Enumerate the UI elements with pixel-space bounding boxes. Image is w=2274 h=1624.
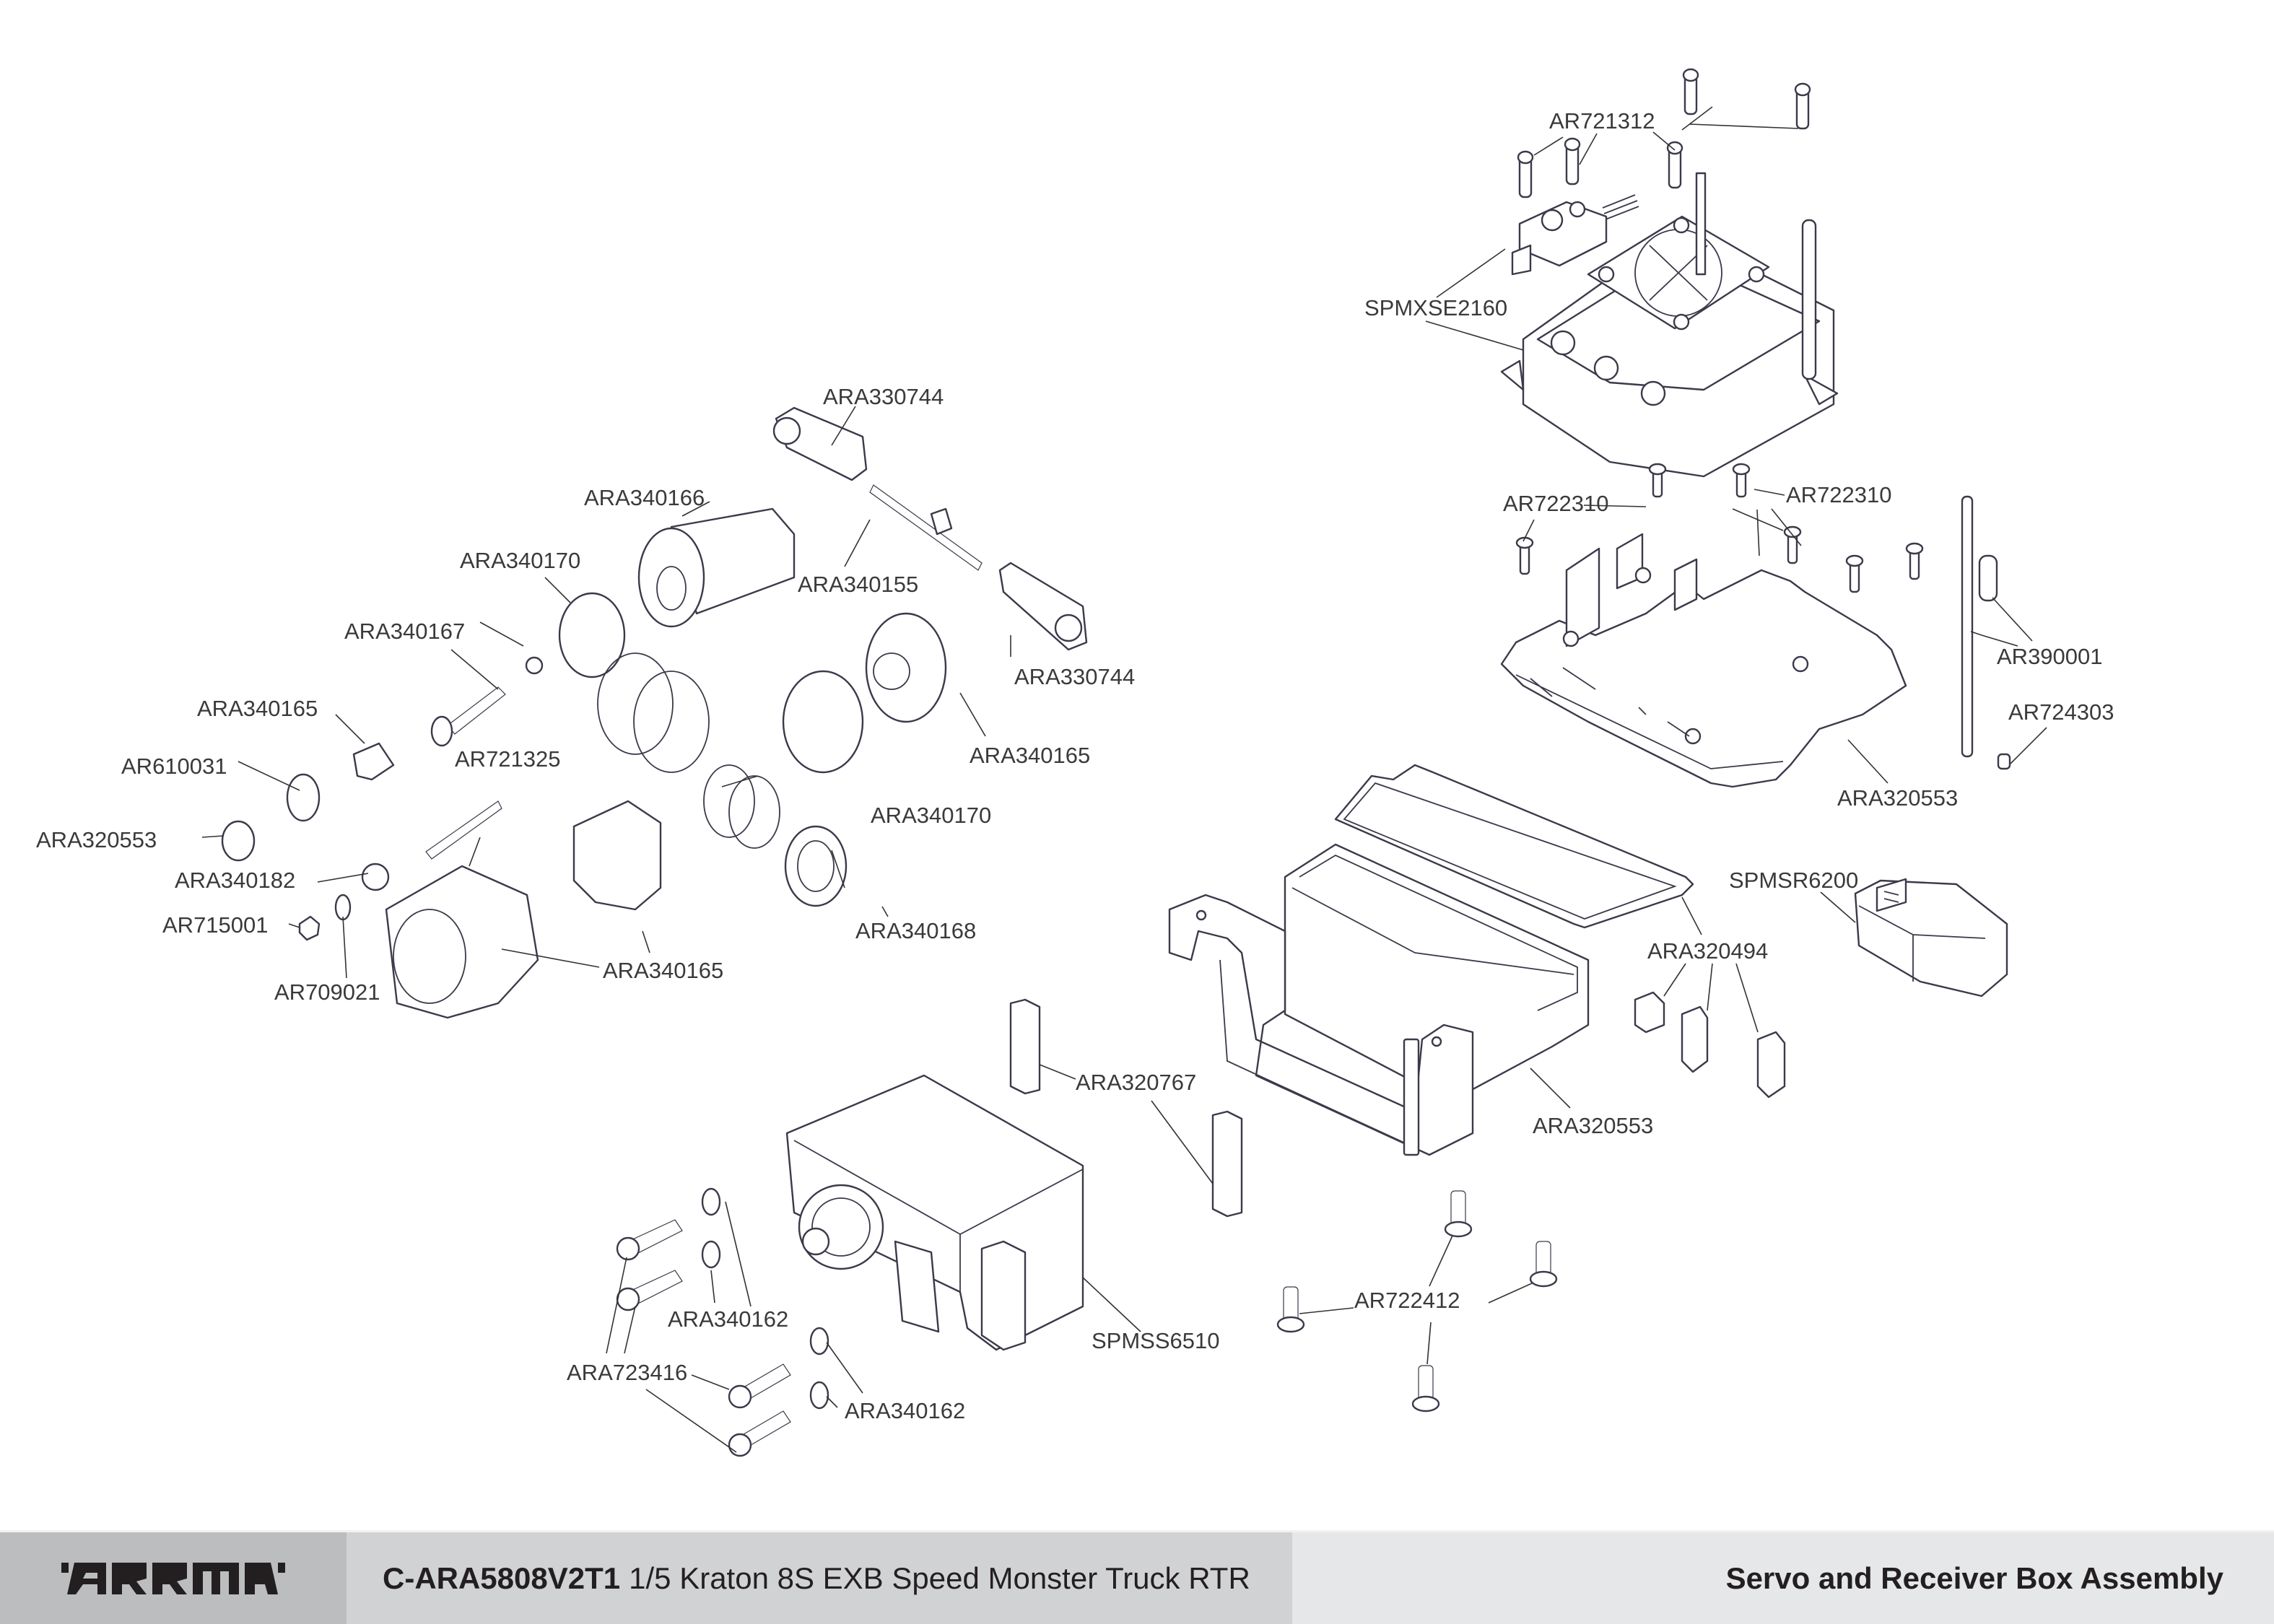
part-label-ar721312: AR721312	[1549, 108, 1655, 134]
product-name: 1/5 Kraton 8S EXB Speed Monster Truck RT…	[629, 1560, 1250, 1595]
servo-grommets	[701, 1187, 829, 1410]
servo-link-rod-ends	[772, 406, 1088, 651]
part-label-ar722310-right: AR722310	[1786, 482, 1892, 507]
footer-bar: C-ARA5808V2T1 1/5 Kraton 8S EXB Speed Mo…	[0, 1530, 2274, 1624]
part-label-ar390001: AR390001	[1997, 644, 2103, 669]
saver-leaders	[201, 501, 986, 979]
ara330744-leaders	[831, 406, 1011, 657]
part-label-spmss6510: SPMSS6510	[1092, 1328, 1220, 1353]
ara723416-leaders	[606, 1257, 737, 1453]
ar722310-leaders	[1522, 489, 1802, 556]
part-label-ara340168: ARA340168	[855, 918, 976, 943]
foam-blocks	[1634, 991, 1786, 1099]
part-label-ara723416: ARA723416	[567, 1360, 687, 1385]
part-label-ara340170-mid: ARA340170	[871, 803, 991, 828]
part-label-ara340162-bottom: ARA340162	[845, 1398, 965, 1423]
ar721312-screws	[1517, 68, 1811, 198]
part-label-ara320494: ARA320494	[1647, 938, 1768, 964]
exploded-parts-diagram: AR721312 SPMXSE2160 AR722310 AR722310 AR…	[36, 68, 2114, 1457]
arrma-logo-icon	[61, 1562, 285, 1594]
spmsr6200-leader	[1820, 891, 1856, 923]
part-label-ara320553-box: ARA320553	[1533, 1113, 1653, 1138]
servo-unit	[785, 1074, 1084, 1351]
part-label-ar709021: AR709021	[274, 979, 380, 1005]
esc-unit	[1500, 172, 1839, 478]
receiver-box-top-plate	[1500, 533, 1907, 788]
part-label-ara330744-top: ARA330744	[823, 384, 944, 409]
part-label-ara320553-plate: ARA320553	[1837, 785, 1958, 811]
part-label-spmxse2160: SPMXSE2160	[1364, 295, 1507, 320]
product-code: C-ARA5808V2T1	[383, 1560, 621, 1595]
servo-mount-screws	[616, 1219, 791, 1457]
ar724303-leader	[2010, 727, 2047, 764]
part-label-ara340170-top: ARA340170	[460, 548, 580, 573]
receiver-box	[1168, 843, 1590, 1156]
part-label-ara320767: ARA320767	[1076, 1070, 1196, 1095]
ara340162-leaders	[710, 1201, 863, 1408]
receiver-unit	[1854, 878, 2008, 997]
part-label-ar722310-left: AR722310	[1503, 491, 1609, 516]
ara320553-plate-leader	[1847, 739, 1889, 784]
part-label-ara340182: ARA340182	[175, 868, 295, 893]
part-label-ara320553-left: ARA320553	[36, 827, 157, 852]
ar721312-leaders	[1533, 106, 1799, 165]
spmxse2160-leader	[1425, 248, 1524, 351]
receiver-box-gasket	[1334, 764, 1694, 929]
servo-spacers	[1009, 998, 1243, 1218]
part-label-ara330744-bottom: ARA330744	[1014, 664, 1135, 689]
ar722412-screws	[1276, 1190, 1558, 1413]
part-label-ara340162-top: ARA340162	[668, 1306, 788, 1332]
part-label-ar610031: AR610031	[121, 754, 227, 779]
ar722412-leaders	[1299, 1235, 1533, 1365]
part-label-ara340155: ARA340155	[798, 572, 918, 597]
part-label-ar715001: AR715001	[162, 912, 269, 938]
ar390001-leader	[1970, 597, 2033, 647]
esc-switch	[1511, 194, 1639, 276]
part-label-spmsr6200: SPMSR6200	[1729, 868, 1858, 893]
product-title: C-ARA5808V2T1 1/5 Kraton 8S EXB Speed Mo…	[347, 1532, 1292, 1624]
part-label-ara340165-top: ARA340165	[970, 743, 1090, 768]
part-label-ara340165-saver: ARA340165	[603, 958, 723, 983]
section-title: Servo and Receiver Box Assembly	[1292, 1532, 2274, 1624]
brand-logo-cell	[0, 1532, 347, 1624]
part-label-ar724303: AR724303	[2008, 699, 2114, 725]
antenna-tube	[1961, 495, 2011, 770]
part-label-ar721325: AR721325	[455, 746, 561, 772]
ara320767-leaders	[1039, 1064, 1214, 1184]
spmss6510-leader	[1082, 1277, 1141, 1332]
ar722310-screws	[1515, 463, 1924, 593]
ara320494-leaders	[1663, 896, 1759, 1033]
ara340155-leader	[844, 519, 871, 567]
part-label-ar722412: AR722412	[1354, 1288, 1460, 1313]
part-label-ara340167: ARA340167	[344, 619, 465, 644]
part-label-ara340166: ARA340166	[584, 485, 705, 510]
ara320553-box-leader	[1530, 1068, 1571, 1109]
servo-saver-assembly	[221, 507, 947, 1019]
part-label-ara340165-insert: ARA340165	[197, 696, 318, 721]
